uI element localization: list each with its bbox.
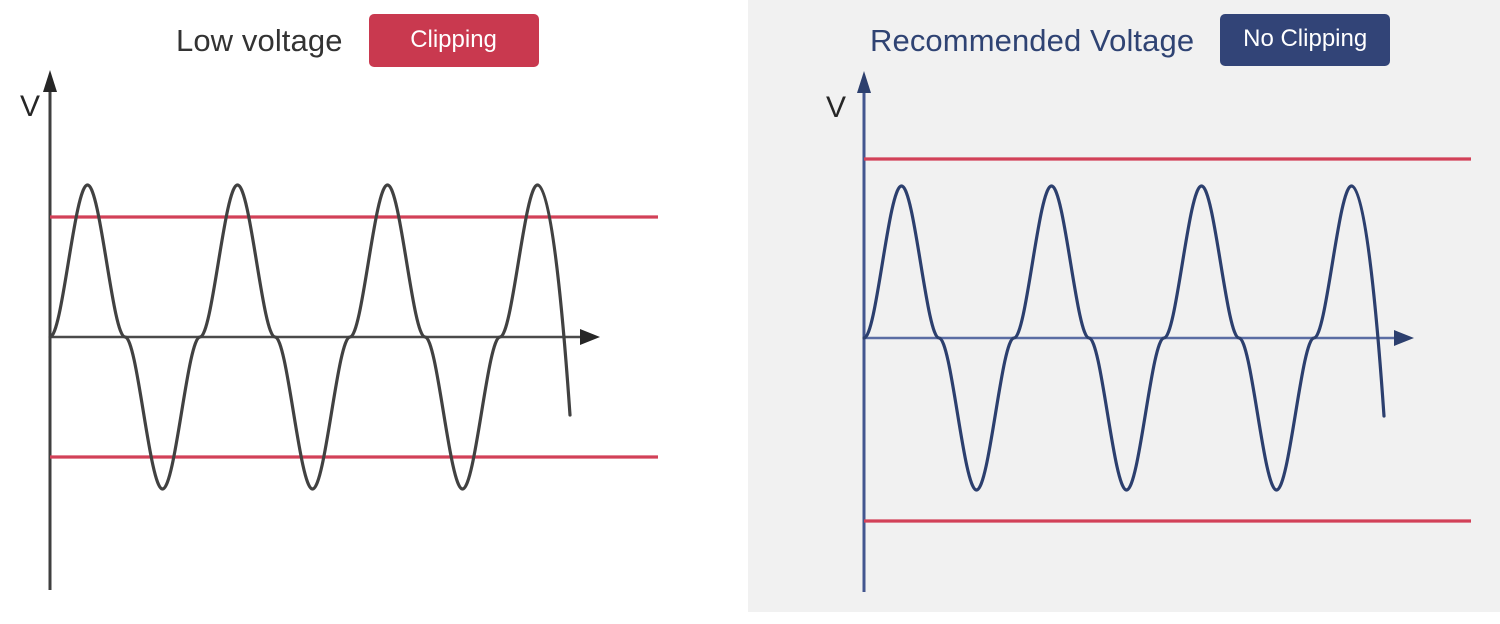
panel-recommended-voltage-header: Recommended Voltage No Clipping bbox=[870, 14, 1391, 66]
waveform-low-voltage bbox=[48, 183, 572, 491]
x-axis-arrowhead-left bbox=[580, 329, 600, 345]
y-axis-right bbox=[857, 71, 871, 592]
panel-low-voltage: Low voltage Clipping V bbox=[0, 0, 748, 624]
panel-low-voltage-title: Low voltage bbox=[176, 23, 343, 58]
panel-recommended-voltage-title: Recommended Voltage bbox=[870, 22, 1195, 58]
x-axis-left bbox=[50, 329, 600, 345]
low-voltage-plot bbox=[43, 70, 658, 590]
no-clipping-badge[interactable]: No Clipping bbox=[1220, 14, 1391, 66]
y-axis-arrowhead-left bbox=[43, 70, 57, 92]
x-axis-right bbox=[864, 330, 1414, 346]
clipping-badge[interactable]: Clipping bbox=[368, 14, 539, 67]
x-axis-arrowhead-right bbox=[1394, 330, 1414, 346]
y-axis-left bbox=[43, 70, 57, 590]
y-axis-arrowhead-right bbox=[857, 71, 871, 93]
panel-low-voltage-header: Low voltage Clipping bbox=[176, 14, 539, 67]
y-axis-label-left: V bbox=[20, 90, 41, 123]
y-axis-label-right: V bbox=[826, 91, 847, 124]
waveform-recommended-voltage bbox=[862, 184, 1386, 492]
